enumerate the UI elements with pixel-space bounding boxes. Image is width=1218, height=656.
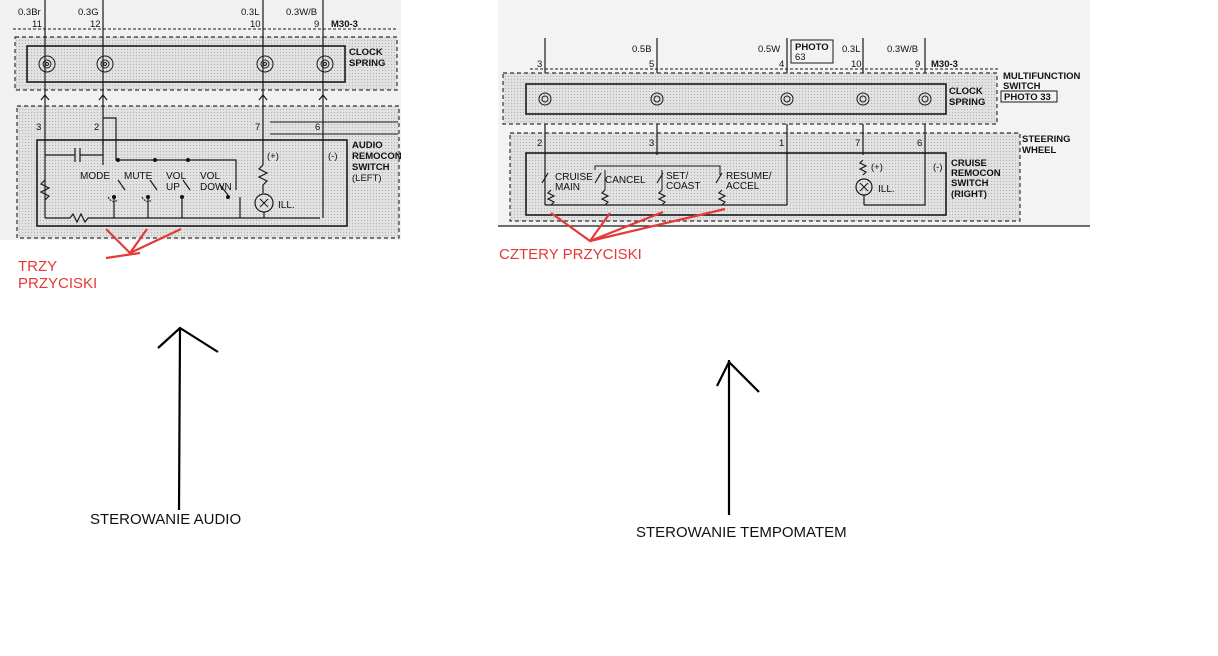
minus-label-right: (-) bbox=[933, 162, 943, 173]
pin-2-right: 2 bbox=[537, 138, 542, 149]
audio-remocon-title-1: AUDIO bbox=[352, 140, 383, 151]
wire-label-0.3wb: 0.3W/B bbox=[286, 7, 317, 18]
audio-remocon-switch-box bbox=[36, 139, 348, 227]
wire-label-0.3wb-right: 0.3W/B bbox=[887, 44, 918, 55]
clock-spring-label-right-2: SPRING bbox=[949, 97, 985, 108]
pin-9: 9 bbox=[314, 19, 319, 30]
photo-63-label-2: 63 bbox=[795, 52, 806, 63]
pin-1-right: 1 bbox=[779, 138, 784, 149]
clock-spring-box bbox=[26, 45, 346, 83]
connector-m30-3-right: M30-3 bbox=[931, 59, 958, 70]
cruise-main-label-1: CRUISE bbox=[555, 172, 593, 183]
wire-label-0.3g: 0.3G bbox=[78, 7, 99, 18]
audio-remocon-title-3: SWITCH bbox=[352, 162, 390, 173]
cancel-label: CANCEL bbox=[605, 175, 646, 186]
steering-wheel-area bbox=[509, 132, 1021, 222]
clock-spring-label: CLOCK bbox=[349, 47, 383, 58]
audio-remocon-diagram: 0.3Br 0.3G 0.3L 0.3W/B 11 12 10 9 M30-3 … bbox=[0, 0, 402, 528]
wire-label-0.3br: 0.3Br bbox=[18, 7, 41, 18]
vol-up-label-1: VOL bbox=[166, 171, 186, 182]
wire-label-0.5b: 0.5B bbox=[632, 44, 652, 55]
pin-3: 3 bbox=[36, 122, 41, 133]
mode-switch-label: MODE bbox=[80, 171, 110, 182]
clock-spring-coils-right bbox=[538, 92, 932, 106]
pin-7: 7 bbox=[255, 122, 260, 133]
pin-11: 11 bbox=[32, 19, 42, 30]
wire-label-0.5w: 0.5W bbox=[758, 44, 780, 55]
pin-4-right: 4 bbox=[779, 59, 784, 70]
pin-12: 12 bbox=[90, 19, 101, 30]
vol-up-label-2: UP bbox=[166, 182, 180, 193]
resume-accel-label-1: RESUME/ bbox=[726, 171, 772, 182]
cruise-remocon-switch-box bbox=[525, 152, 947, 216]
clock-spring-label-right-1: CLOCK bbox=[949, 86, 983, 97]
minus-label-left: (-) bbox=[328, 151, 338, 162]
pin-7-right: 7 bbox=[855, 138, 860, 149]
cruise-remocon-title-4: (RIGHT) bbox=[951, 189, 987, 200]
cruise-remocon-title-1: CRUISE bbox=[951, 158, 987, 169]
ill-label-right: ILL. bbox=[878, 184, 895, 195]
note-three-buttons-2: PRZYCISKI bbox=[18, 275, 97, 292]
cruise-remocon-title-3: SWITCH bbox=[951, 178, 989, 189]
steering-wheel-label-1: STEERING bbox=[1022, 134, 1071, 145]
pin-3-right: 3 bbox=[537, 59, 542, 70]
pin-6-right: 6 bbox=[917, 138, 922, 149]
connector-m30-3: M30-3 bbox=[331, 19, 358, 30]
arrow-up-left bbox=[177, 327, 182, 511]
audio-remocon-title-2: REMOCON bbox=[352, 151, 402, 162]
photo-33-label: PHOTO 33 bbox=[1004, 92, 1051, 103]
photo-63-label-1: PHOTO bbox=[795, 42, 829, 53]
cruise-main-label-2: MAIN bbox=[555, 182, 580, 193]
audio-remocon-title-4: (LEFT) bbox=[352, 173, 382, 184]
set-coast-label-2: COAST bbox=[666, 181, 700, 192]
cruise-remocon-title-2: REMOCON bbox=[951, 168, 1001, 179]
photo-33-box bbox=[1000, 90, 1058, 103]
pin-10: 10 bbox=[250, 19, 261, 30]
clock-spring-box-right bbox=[525, 83, 947, 115]
wire-label-0.3l-right: 0.3L bbox=[842, 44, 861, 55]
caption-audio-control: STEROWANIE AUDIO bbox=[90, 511, 241, 528]
ill-label-left: ILL. bbox=[278, 200, 295, 211]
note-four-buttons: CZTERY PRZYCISKI bbox=[499, 246, 642, 263]
mute-switch-label: MUTE bbox=[124, 171, 153, 182]
pin-10-right: 10 bbox=[851, 59, 862, 70]
plus-label-left: (+) bbox=[267, 151, 279, 162]
caption-cruise-control: STEROWANIE TEMPOMATEM bbox=[636, 524, 847, 541]
multifunction-switch-label-1: MULTIFUNCTION bbox=[1003, 71, 1081, 82]
cruise-remocon-diagram: 0.5B 0.5W 0.3L 0.3W/B PHOTO 63 3 5 4 10 … bbox=[498, 0, 1090, 541]
clock-spring-label-2: SPRING bbox=[349, 58, 385, 69]
clock-spring-area-right bbox=[502, 72, 998, 125]
pin-6: 6 bbox=[315, 122, 320, 133]
resume-accel-label-2: ACCEL bbox=[726, 181, 760, 192]
photo-63-box bbox=[790, 39, 834, 64]
clock-spring-coils bbox=[38, 55, 334, 73]
set-coast-label-1: SET/ bbox=[666, 171, 688, 182]
wire-label-0.3l: 0.3L bbox=[241, 7, 260, 18]
vol-down-label-1: VOL bbox=[200, 171, 220, 182]
multifunction-switch-label-2: SWITCH bbox=[1003, 81, 1041, 92]
pin-5-right: 5 bbox=[649, 59, 654, 70]
pin-2: 2 bbox=[94, 122, 99, 133]
vol-down-label-2: DOWN bbox=[200, 182, 232, 193]
pin-9-right: 9 bbox=[915, 59, 920, 70]
plus-label-right: (+) bbox=[871, 162, 883, 173]
pin-3b-right: 3 bbox=[649, 138, 654, 149]
steering-wheel-label-2: WHEEL bbox=[1022, 145, 1057, 156]
note-three-buttons-1: TRZY bbox=[18, 258, 57, 275]
